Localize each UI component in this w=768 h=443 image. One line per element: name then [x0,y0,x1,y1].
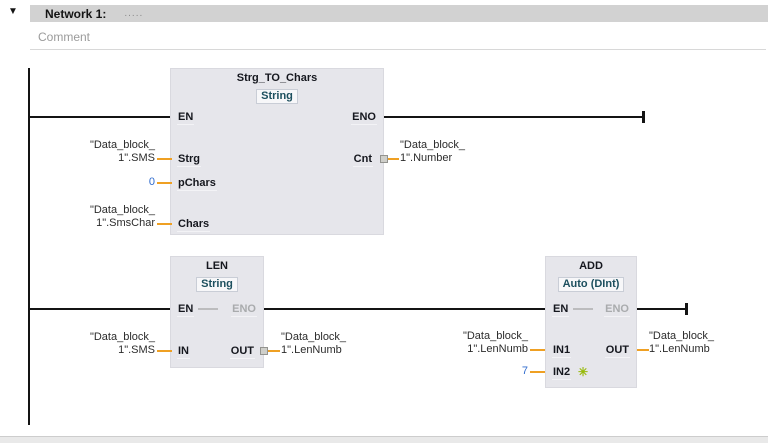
operand-cnt-output[interactable]: "Data_block_ 1".Number [400,139,466,164]
stub-cnt-out [388,158,399,160]
pin-eno[interactable]: ENO [604,303,630,317]
wire-end-tick-row2 [685,303,688,315]
network-header-bar[interactable]: Network 1: ..... [30,5,768,22]
operand-chars-input[interactable]: "Data_block_ 1".SmsChar [89,204,155,229]
pin-cnt[interactable]: Cnt [352,153,373,167]
block-type-dropdown[interactable]: String [256,89,298,104]
pin-in[interactable]: IN [177,345,190,359]
pin-in1[interactable]: IN1 [552,344,572,358]
operand-len-output[interactable]: "Data_block_ 1".LenNumb [281,331,347,356]
fbd-block-add[interactable]: ADD Auto (DInt) EN ENO IN1 IN2 OUT ✳ [545,256,637,388]
stub-add-in1 [530,349,545,351]
pin-strg[interactable]: Strg [177,153,201,167]
wire-strg-eno-out [384,116,644,118]
en-eno-dash-add [573,308,593,310]
fbd-block-len[interactable]: LEN String EN ENO IN OUT [170,256,264,368]
network-collapse-icon[interactable]: ▼ [8,6,18,17]
pin-chars[interactable]: Chars [177,218,211,232]
pin-out[interactable]: OUT [229,345,255,359]
block-title: Strg_TO_Chars [236,72,318,84]
stub-chars-in [157,223,172,225]
wire-len-eno-to-add-en [264,308,545,310]
network-comment-input[interactable]: Comment [30,24,766,50]
operand-add-output[interactable]: "Data_block_ 1".LenNumb [649,330,715,355]
comment-placeholder: Comment [38,29,91,44]
stub-pchars-in [157,182,172,184]
stub-add-in2 [530,371,545,373]
block-type-dropdown[interactable]: Auto (DInt) [557,277,625,292]
operand-pchars-constant[interactable]: 0 [148,176,155,188]
pin-en[interactable]: EN [552,303,570,317]
operand-add-in2-constant[interactable]: 7 [521,365,528,377]
wire-rail-to-len-en [28,308,172,310]
stub-len-in [157,350,172,352]
en-eno-dash-len [198,308,218,310]
pin-pchars[interactable]: pChars [177,177,217,191]
network-title: Network 1: [45,6,107,21]
wire-add-eno-out [637,308,687,310]
stub-add-out [637,349,649,351]
pin-en[interactable]: EN [177,111,195,125]
power-rail [28,68,30,425]
network-title-dots[interactable]: ..... [124,8,144,19]
block-title: ADD [579,260,603,272]
wire-end-tick-row1 [642,111,645,123]
pin-out[interactable]: OUT [604,344,630,358]
operand-add-in1[interactable]: "Data_block_ 1".LenNumb [462,330,528,355]
block-title: LEN [206,260,228,272]
stub-strg-in [157,158,172,160]
insert-input-star-icon[interactable]: ✳ [578,365,589,379]
pin-eno[interactable]: ENO [351,111,377,125]
pin-en[interactable]: EN [177,303,195,317]
pin-in2[interactable]: IN2 [552,366,572,380]
stub-len-out [268,350,280,352]
wire-rail-to-strg-en [28,116,172,118]
pin-eno[interactable]: ENO [231,303,257,317]
block-type-dropdown[interactable]: String [196,277,238,292]
fbd-block-strg-to-chars[interactable]: Strg_TO_Chars String EN ENO Strg pChars … [170,68,384,235]
operand-len-input[interactable]: "Data_block_ 1".SMS [89,331,155,356]
horizontal-scrollbar[interactable] [0,436,768,443]
output-box-icon-len-out [260,347,268,355]
output-box-icon-cnt [380,155,388,163]
operand-strg-input[interactable]: "Data_block_ 1".SMS [89,139,155,164]
